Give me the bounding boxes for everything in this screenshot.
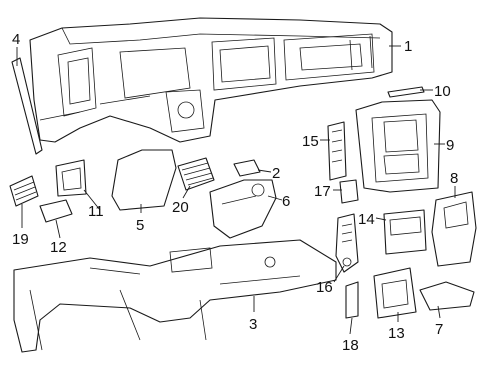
- speaker-grille: [9, 175, 39, 207]
- radio-display: [383, 209, 427, 255]
- callout-11: 11: [88, 203, 104, 220]
- trim-strip: [387, 86, 425, 98]
- callout-13: 13: [388, 325, 405, 342]
- center-bezel: [355, 99, 441, 193]
- vent-grille: [177, 157, 215, 191]
- glove-box: [209, 179, 277, 239]
- leader-lines: [16, 45, 456, 335]
- cross-car-beam: [13, 239, 337, 353]
- callout-3: 3: [249, 316, 257, 333]
- cover-panel: [111, 149, 177, 211]
- callout-10: 10: [434, 83, 451, 100]
- side-bracket: [431, 191, 477, 267]
- callout-18: 18: [342, 337, 359, 354]
- callout-8: 8: [450, 170, 458, 187]
- callout-17: 17: [314, 183, 331, 200]
- lower-trim: [419, 281, 475, 311]
- callout-9: 9: [446, 137, 454, 154]
- small-module: [339, 179, 359, 204]
- callout-7: 7: [435, 321, 443, 338]
- callout-5: 5: [136, 217, 144, 234]
- callout-15: 15: [302, 133, 319, 150]
- callout-2: 2: [272, 165, 280, 182]
- instrument-panel: [29, 17, 393, 143]
- callout-6: 6: [282, 193, 290, 210]
- callout-4: 4: [12, 31, 20, 48]
- small-part-12: [39, 199, 73, 223]
- callout-16: 16: [316, 279, 333, 296]
- switch-panel: [327, 121, 347, 181]
- callout-20: 20: [172, 199, 189, 216]
- lower-panel: [373, 267, 417, 319]
- bracket-18: [345, 281, 359, 319]
- callout-labels: 1 2 3 4 5 6 7 8 9 10 11 12 13 14 15 16 1…: [12, 31, 458, 354]
- callout-12: 12: [50, 239, 67, 256]
- callout-1: 1: [404, 38, 412, 55]
- callout-19: 19: [12, 231, 29, 248]
- control-unit: [335, 213, 359, 273]
- callout-14: 14: [358, 211, 375, 228]
- small-bracket: [233, 159, 261, 177]
- bracket-11: [55, 159, 87, 197]
